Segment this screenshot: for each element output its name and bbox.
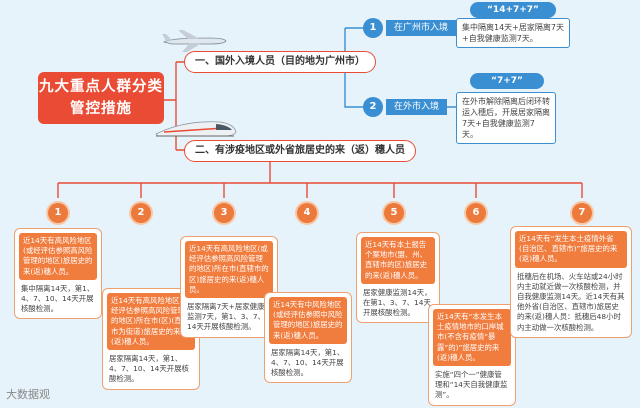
- group-card-6: 近14天有“本发生本土疫情地市的口岸城市(不含有疫情“暴露”的)”旅居史的来(返…: [428, 304, 516, 406]
- group-number-2: 2: [131, 203, 151, 223]
- page-title: 九大重点人群分类管控措施: [38, 72, 164, 124]
- group-card-6-condition: 近14天有“本发生本土疫情地市的口岸城市(不含有疫情“暴露”的)”旅居史的来(返…: [433, 309, 511, 366]
- category-domestic-travel: 二、有涉疫地区或外省旅居史的来（返）穗人员: [184, 140, 416, 162]
- group-card-4: 近14天有中风险地区(或经评估参照中风险管理的地区)旅居史的来(返)穗人员。 居…: [264, 292, 352, 383]
- foreign-label-1: 在广州市入境: [386, 20, 456, 36]
- group-card-5-condition: 近14天有本土报告个案地市(盟、州、直辖市的区)旅居史的来(返)穗人员。: [361, 237, 435, 284]
- category-foreign-entry-label: 一、国外入境人员（目的地为广州市）: [195, 56, 365, 67]
- group-number-4: 4: [297, 203, 317, 223]
- group-number-5: 5: [384, 203, 404, 223]
- group-card-6-measure: 实施“四个一”健康管理和“14天自我健康监测”。: [433, 370, 511, 401]
- foreign-number-1: 1: [363, 18, 383, 38]
- formula-2: “7+7”: [470, 73, 544, 89]
- group-number-6: 6: [466, 203, 486, 223]
- group-card-4-measure: 居家隔离14天，第1、4、7、10、14天开展核酸检测。: [269, 348, 347, 379]
- group-card-1-measure: 集中隔离14天，第1、4、7、10、14天开展核酸检测。: [19, 284, 97, 315]
- foreign-number-2: 2: [363, 97, 383, 117]
- group-number-1: 1: [48, 203, 68, 223]
- train-icon: [154, 114, 238, 142]
- group-card-1-condition: 近14天有高风险地区(或经评估参照高风险管理的地区)旅居史的来(返)穗人员。: [19, 233, 97, 280]
- group-card-4-condition: 近14天有中风险地区(或经评估参照中风险管理的地区)旅居史的来(返)穗人员。: [269, 297, 347, 344]
- group-number-3: 3: [214, 203, 234, 223]
- foreign-desc-2: 在外市解除隔离后闭环转运入穗后，开展居家隔离7天+自我健康监测7天。: [456, 92, 556, 144]
- category-foreign-entry: 一、国外入境人员（目的地为广州市）: [184, 51, 376, 73]
- group-card-1: 近14天有高风险地区(或经评估参照高风险管理的地区)旅居史的来(返)穗人员。 集…: [14, 228, 102, 319]
- formula-1: “14+7+7”: [470, 2, 556, 18]
- group-card-7-measure: 抵穗后在机场、火车站或24小时内主动就近做一次核酸检测，并自我健康监测14天。近…: [515, 272, 627, 333]
- group-card-2-measure: 居家隔离14天，第1、4、7、10、14天开展核酸检测。: [107, 354, 195, 385]
- group-card-3-measure: 居家隔离7天+居家健康监测7天，第1、3、7、14天开展核酸检测。: [185, 302, 273, 333]
- group-card-3-condition: 近14天有高风险地区(或经评估参照高风险管理的地区)所在市(直辖市的区)旅居史的…: [185, 241, 273, 298]
- group-card-7: 近14天有“发生本土疫情外省(自治区、直辖市)”旅居史的来(返)穗人员。 抵穗后…: [510, 226, 632, 338]
- group-card-7-condition: 近14天有“发生本土疫情外省(自治区、直辖市)”旅居史的来(返)穗人员。: [515, 231, 627, 268]
- foreign-desc-1: 集中隔离14天+居家隔离7天+自我健康监测7天。: [456, 18, 570, 48]
- foreign-label-2: 在外市入境: [386, 99, 447, 115]
- group-number-7: 7: [572, 203, 592, 223]
- watermark: 大数据观: [6, 386, 50, 402]
- category-domestic-travel-label: 二、有涉疫地区或外省旅居史的来（返）穗人员: [195, 145, 405, 156]
- group-card-5-measure: 居家健康监测14天，在第1、3、7、14天开展核酸检测。: [361, 288, 435, 319]
